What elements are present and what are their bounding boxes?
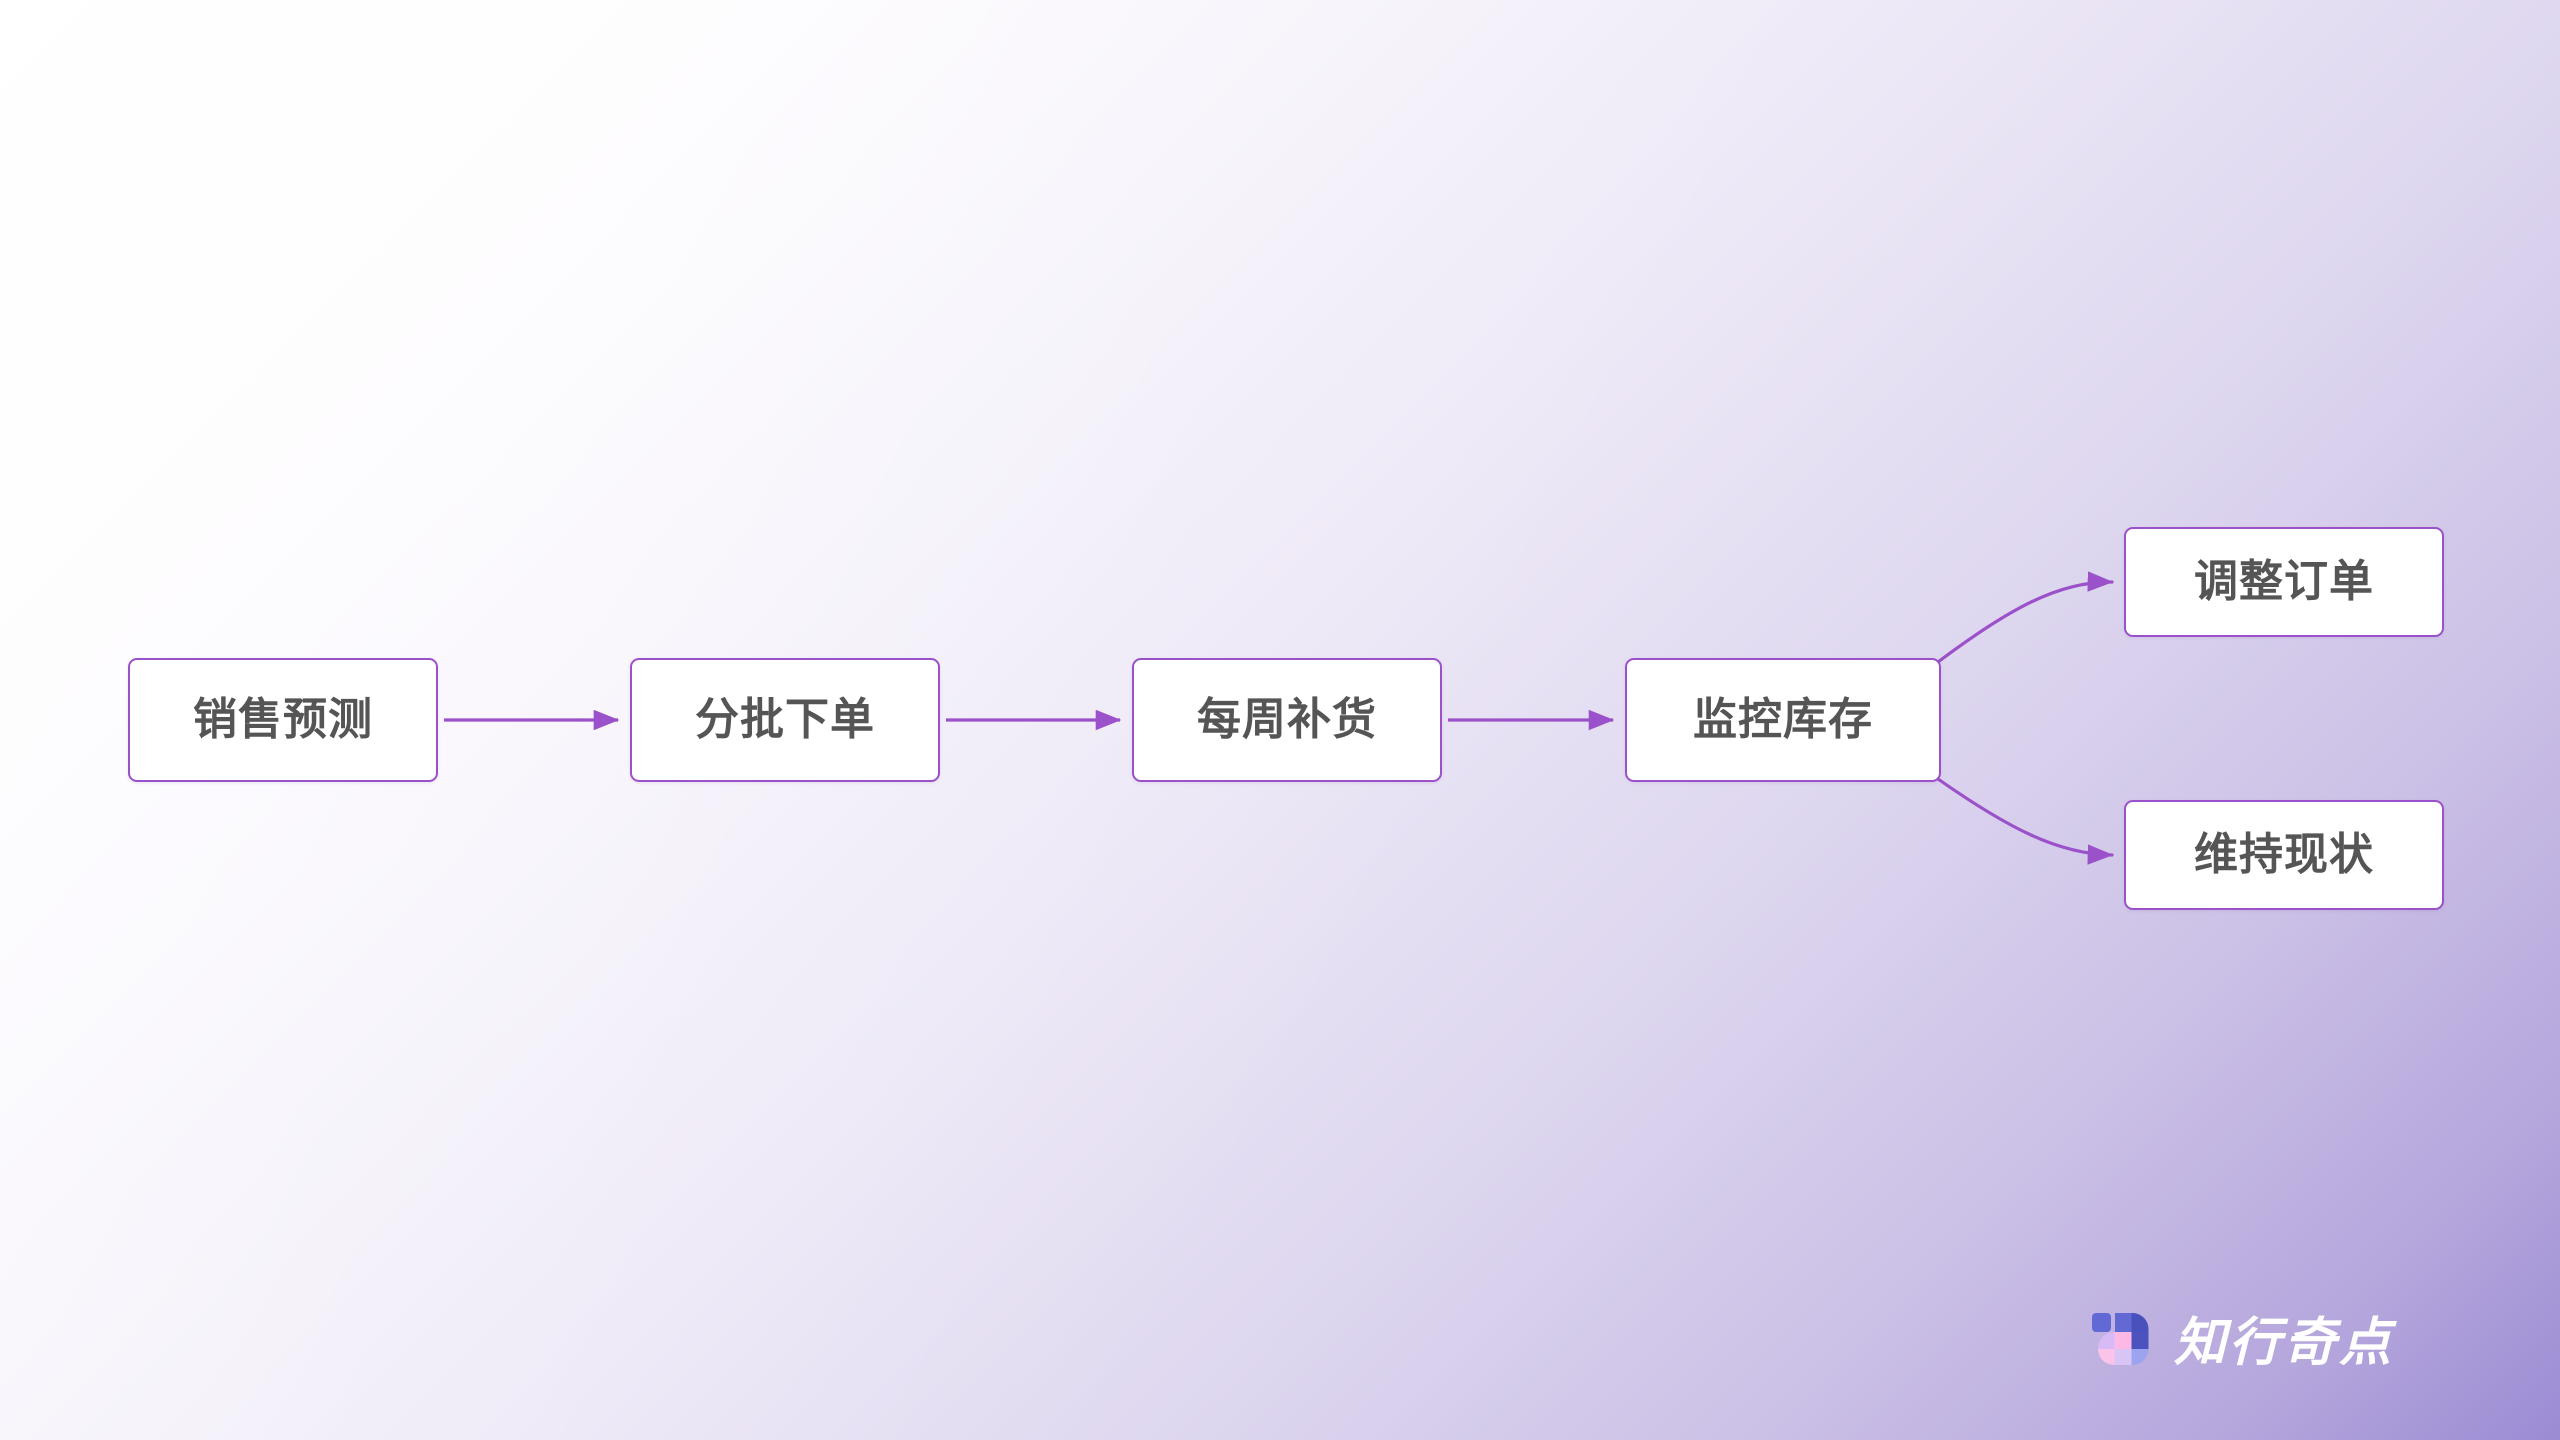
edge-n4-n5 bbox=[1936, 571, 2114, 664]
node-label: 调整订单 bbox=[2194, 557, 2374, 606]
watermark-text: 知行奇点 bbox=[2174, 1314, 2395, 1372]
watermark: 知行奇点 bbox=[2090, 1312, 2394, 1374]
checker-squares-logo-icon bbox=[2090, 1312, 2152, 1374]
node-sales-forecast[interactable]: 销售预测 bbox=[128, 658, 438, 782]
node-monitor-inventory[interactable]: 监控库存 bbox=[1625, 658, 1941, 782]
node-label: 销售预测 bbox=[193, 695, 373, 744]
node-label: 监控库存 bbox=[1693, 695, 1873, 744]
node-weekly-restock[interactable]: 每周补货 bbox=[1132, 658, 1442, 782]
node-label: 分批下单 bbox=[695, 695, 875, 744]
node-label: 每周补货 bbox=[1197, 695, 1377, 744]
node-adjust-order[interactable]: 调整订单 bbox=[2124, 527, 2444, 637]
node-label: 维持现状 bbox=[2194, 830, 2374, 879]
node-batch-ordering[interactable]: 分批下单 bbox=[630, 658, 940, 782]
edge-n4-n6 bbox=[1936, 777, 2114, 865]
node-maintain-status-quo[interactable]: 维持现状 bbox=[2124, 800, 2444, 910]
